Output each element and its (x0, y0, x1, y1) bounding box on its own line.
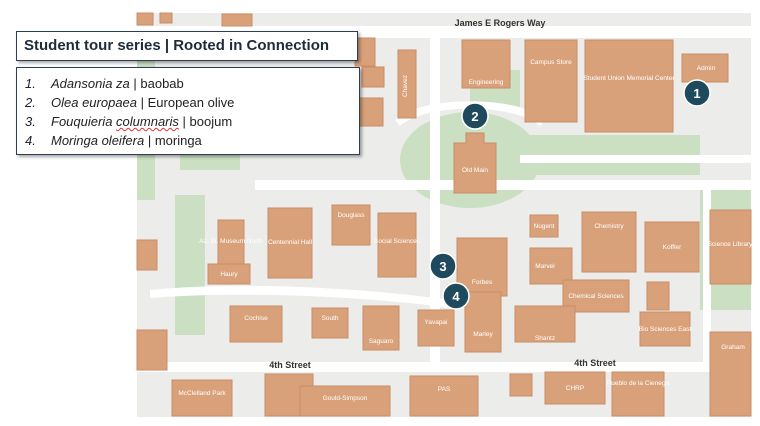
tour-stop-marker-4[interactable]: 4 (442, 282, 470, 310)
label-chrp: CHRP (566, 385, 584, 392)
list-number: 3. (25, 114, 36, 129)
label-mcclelland: McClelland Park (178, 390, 226, 397)
tour-stop-list: 1. Adansonia za | baobab 2. Olea europaea … (16, 67, 360, 155)
label-yavapai: Yavapai (424, 319, 447, 326)
marker-number: 4 (452, 289, 460, 304)
label-social-sciences: Social Sciences (374, 238, 421, 245)
common-name: | baobab (129, 76, 184, 91)
label-south: South (322, 315, 339, 322)
common-name: | European olive (137, 95, 235, 110)
marker-number: 3 (439, 259, 446, 274)
label-old-main: Old Main (462, 167, 488, 174)
scientific-name: Moringa oleifera (51, 133, 145, 148)
scientific-name: Adansonia za (51, 76, 130, 91)
label-graham: Graham (721, 344, 744, 351)
label-marley: Marley (473, 331, 493, 338)
label-campus-store: Campus Store (530, 59, 572, 66)
label-haury: Haury (220, 271, 238, 278)
label-chemical-sciences: Chemical Sciences (568, 293, 624, 300)
label-pueblo: Pueblo de la Cienega (607, 380, 670, 387)
label-bio-sciences: Bio Sciences East (639, 326, 692, 333)
label-marvel: Marvel (535, 263, 555, 270)
label-science-library: Science Library (708, 241, 754, 248)
label-koffler: Koffler (663, 244, 683, 251)
label-engineering: Engineering (469, 79, 504, 86)
label-douglass: Douglass (337, 212, 365, 219)
label-az-state-museum: Az. St. Museum North (199, 238, 263, 245)
marker-number: 1 (693, 86, 700, 101)
label-centennial: Centennial Hall (268, 239, 313, 246)
list-item: 4. Moringa oleifera | moringa (25, 131, 359, 150)
label-chavez: Chavez (402, 75, 409, 97)
common-name: | moringa (144, 133, 202, 148)
tour-title: Student tour series | Rooted in Connecti… (16, 31, 358, 61)
buildings (136, 12, 752, 417)
scientific-name: Olea europaea (51, 95, 138, 110)
label-pas: PAS (438, 386, 451, 393)
label-nugent: Nugent (534, 223, 555, 230)
label-forbes: Forbes (472, 279, 493, 286)
label-shantz: Shantz (535, 335, 555, 342)
tour-stop-marker-1[interactable]: 1 (683, 79, 711, 107)
tour-stop-marker-2[interactable]: 2 (461, 102, 489, 130)
label-saguaro: Saguaro (369, 338, 394, 345)
scientific-name-rest: columnaris (116, 114, 179, 129)
tour-stop-marker-3[interactable]: 3 (429, 252, 457, 280)
marker-number: 2 (471, 109, 478, 124)
street-label-north: James E Rogers Way (455, 18, 546, 28)
label-cochise: Cochise (244, 315, 268, 322)
common-name: | boojum (178, 114, 233, 129)
street-label-south-right: 4th Street (574, 358, 616, 368)
list-item: 3. Fouquieria columnaris | boojum (25, 112, 359, 131)
label-admin: Admin (697, 65, 716, 72)
label-chemistry: Chemistry (594, 223, 624, 230)
list-number: 4. (25, 133, 36, 148)
street-label-south-left: 4th Street (269, 360, 311, 370)
list-item: 1. Adansonia za | baobab (25, 74, 359, 93)
list-number: 2. (25, 95, 36, 110)
scientific-name: Fouquieria (51, 114, 117, 129)
list-item: 2. Olea europaea | European olive (25, 93, 359, 112)
label-gould-simpson: Gould-Simpson (323, 395, 368, 402)
label-student-union: Student Union Memorial Center (583, 75, 675, 82)
list-number: 1. (25, 76, 36, 91)
